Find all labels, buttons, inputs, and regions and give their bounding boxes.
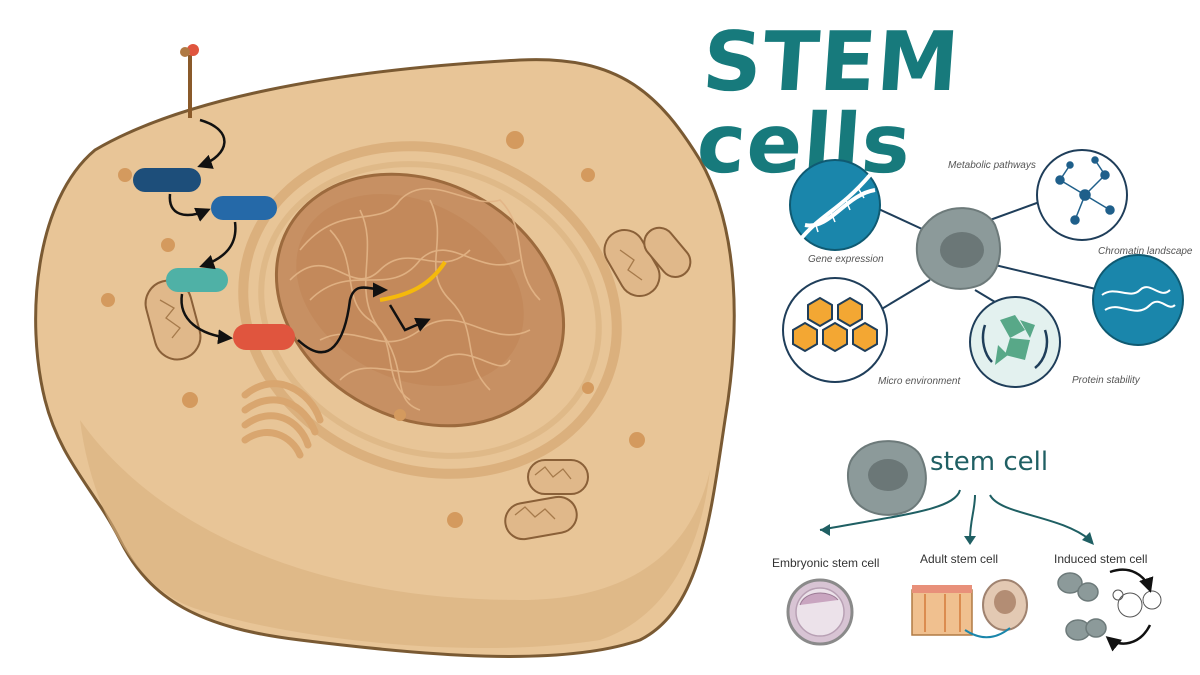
pathway-box-1	[133, 168, 201, 192]
embryonic-mass	[799, 592, 839, 606]
induced-cycle-arrows	[1105, 568, 1154, 652]
adult-arrow	[964, 627, 1011, 639]
pathway-arrows	[168, 118, 388, 354]
root-stem-nucleus	[868, 459, 908, 491]
protein-icon	[995, 315, 1035, 365]
label-adult-stem-cell: Adult stem cell	[920, 552, 999, 566]
plasmid-icon	[1112, 589, 1162, 618]
transcription-arrow	[388, 304, 431, 332]
label-micro-environment: Micro environment	[878, 376, 961, 387]
gene-segment	[379, 260, 447, 302]
pathway-box-4	[233, 324, 295, 350]
chromatin-icon	[1101, 286, 1176, 312]
induced-cells	[1057, 572, 1107, 641]
cytoplasm-shade	[80, 420, 710, 649]
receptor-ligand	[187, 44, 199, 56]
er-ring-outer	[238, 141, 622, 479]
receptor-head	[180, 47, 190, 57]
label-embryonic-stem-cell: Embryonic stem cell	[772, 556, 880, 570]
label-induced-stem-cell: Induced stem cell	[1054, 552, 1148, 566]
rotate-arrows-icon	[981, 324, 1049, 369]
label-protein-stability: Protein stability	[1072, 375, 1140, 386]
skin-top	[912, 585, 972, 593]
lineage-arrows	[819, 489, 1091, 541]
golgi-apparatus	[241, 380, 324, 459]
adult-cell-nucleus	[994, 590, 1016, 614]
mito-cristae	[159, 249, 643, 520]
chromatin-landscape-circle	[1092, 254, 1184, 346]
label-gene-expression: Gene expression	[808, 254, 884, 265]
hexagon-icon	[792, 296, 878, 353]
chromatin	[289, 187, 541, 411]
er-ring-mid	[258, 161, 602, 459]
network-connectors	[869, 199, 1101, 311]
vesicles	[101, 131, 645, 528]
network-node-icon	[1055, 156, 1115, 225]
skin-block	[911, 589, 973, 636]
label-chromatin-landscape: Chromatin landscape	[1098, 246, 1193, 257]
label-metabolic-pathways: Metabolic pathways	[948, 160, 1036, 171]
label-stem-cell: stem cell	[930, 447, 1049, 477]
pathway-box-2	[211, 196, 277, 220]
center-stem-nucleus	[940, 232, 984, 268]
pathway-box-3	[166, 268, 228, 292]
